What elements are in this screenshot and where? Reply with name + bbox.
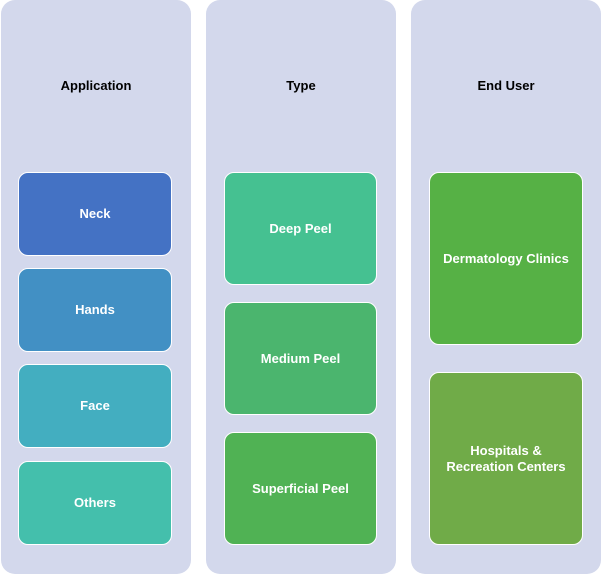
application-item-label: Neck [79, 206, 111, 221]
type-column: Type Deep Peel Medium Peel Superficial P… [206, 0, 396, 574]
type-item-label: Medium Peel [260, 350, 341, 366]
end-user-title: End User [477, 78, 535, 93]
application-title: Application [60, 78, 132, 93]
type-item-deep-peel: Deep Peel [224, 172, 377, 285]
type-item-label: Superficial Peel [252, 480, 349, 496]
end-user-item-label: Hospitals & Recreation Centers [446, 442, 566, 474]
application-item-others: Others [18, 461, 172, 545]
application-item-neck: Neck [18, 172, 172, 256]
application-item-label: Others [74, 495, 116, 510]
type-title: Type [286, 78, 316, 93]
type-item-medium-peel: Medium Peel [224, 302, 377, 415]
end-user-item-label: Dermatology Clinics [443, 250, 569, 266]
application-item-hands: Hands [18, 268, 172, 352]
application-column: Application Neck Hands Face Others [1, 0, 191, 574]
application-item-label: Hands [75, 302, 115, 317]
end-user-item-dermatology-clinics: Dermatology Clinics [429, 172, 583, 345]
end-user-item-hospitals: Hospitals & Recreation Centers [429, 372, 583, 545]
application-item-face: Face [18, 364, 172, 448]
type-item-label: Deep Peel [269, 220, 332, 236]
end-user-column: End User Dermatology Clinics Hospitals &… [411, 0, 601, 574]
application-item-label: Face [80, 398, 110, 413]
type-item-superficial-peel: Superficial Peel [224, 432, 377, 545]
